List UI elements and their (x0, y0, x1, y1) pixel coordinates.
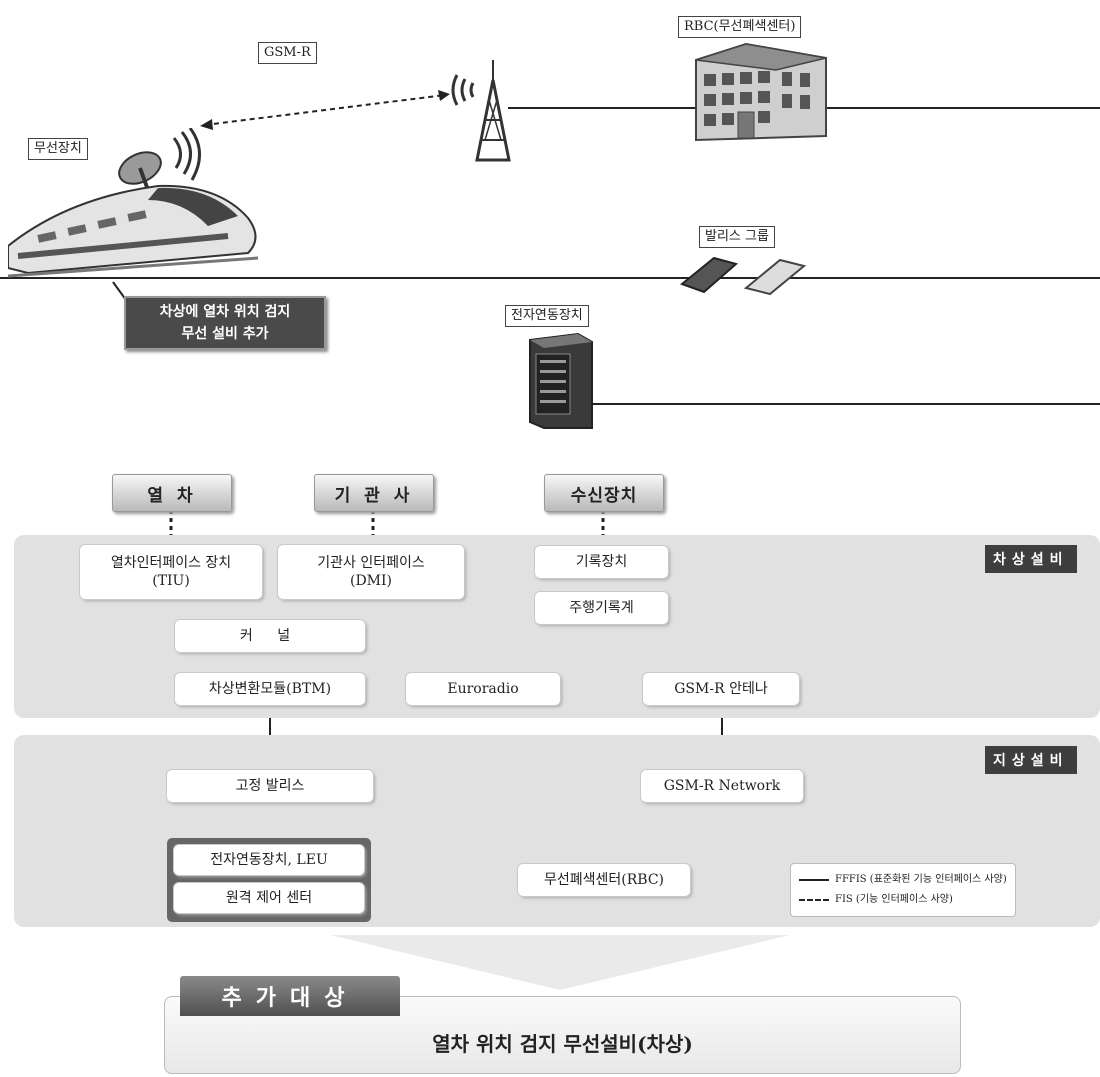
funnel-shape (330, 935, 790, 990)
tiu-line-2: (TIU) (152, 573, 190, 589)
gsmr-arrow-right (438, 90, 450, 101)
wayside-section-label: 지상설비 (985, 746, 1077, 774)
legend-solid-text: FFFIS (표준화된 기능 인터페이스 사양) (835, 874, 1007, 885)
leu-box: 전자연동장치, LEU (174, 845, 364, 875)
kernel-box: 커 널 (175, 620, 365, 652)
legend: FFFIS (표준화된 기능 인터페이스 사양) FIS (기능 인터페이스 사… (790, 863, 1016, 917)
remote-control-box: 원격 제어 센터 (174, 883, 364, 913)
dmi-box: 기관사 인터페이스 (DMI) (278, 545, 464, 599)
balise-group-label: 발리스 그룹 (699, 226, 775, 248)
legend-dashed-text: FIS (기능 인터페이스 사양) (835, 894, 953, 905)
btm-box: 차상변환모듈(BTM) (175, 673, 365, 705)
interlocking-cabinet-icon (529, 332, 593, 429)
add-target-tag: 추가대상 (180, 976, 400, 1016)
legend-dashed-swatch (799, 899, 829, 901)
callout-line-1: 차상에 열차 위치 검지 (159, 304, 291, 320)
onboard-section-label: 차상설비 (985, 545, 1077, 573)
gsmr-arrow-left (200, 119, 213, 130)
tiu-box: 열차인터페이스 장치 (TIU) (80, 545, 262, 599)
train-icon (8, 128, 259, 278)
fixed-balise-box: 고정 발리스 (167, 770, 373, 802)
rbc-box: 무선폐색센터(RBC) (518, 864, 690, 896)
radio-tower-icon (451, 60, 511, 162)
actor-receiver: 수신장치 (544, 474, 664, 512)
gsmr-link-line (204, 94, 446, 126)
legend-dashed-row: FIS (기능 인터페이스 사양) (799, 890, 1007, 910)
callout-pointer (112, 281, 127, 301)
radio-device-label: 무선장치 (28, 138, 88, 160)
legend-solid-row: FFFIS (표준화된 기능 인터페이스 사양) (799, 870, 1007, 890)
recorder-box: 기록장치 (535, 546, 668, 578)
gsmr-antenna-box: GSM-R 안테나 (643, 673, 799, 705)
balise-icon (679, 256, 807, 296)
actor-driver: 기 관 사 (314, 474, 434, 512)
rbc-building-icon (695, 42, 827, 142)
onboard-addition-callout: 차상에 열차 위치 검지 무선 설비 추가 (124, 296, 326, 350)
interlocking-label: 전자연동장치 (505, 305, 589, 327)
gsmr-label: GSM-R (258, 42, 317, 64)
rbc-label: RBC(무선폐색센터) (678, 16, 802, 38)
odometer-box: 주행기록계 (535, 592, 668, 624)
euroradio-box: Euroradio (406, 673, 560, 705)
tiu-line-1: 열차인터페이스 장치 (110, 555, 232, 571)
result-text: 열차 위치 검지 무선설비(차상) (432, 1031, 693, 1056)
gsmr-network-box: GSM-R Network (641, 770, 803, 802)
callout-line-2: 무선 설비 추가 (181, 326, 269, 342)
dmi-line-1: 기관사 인터페이스 (317, 555, 425, 571)
actor-train: 열 차 (112, 474, 232, 512)
dmi-line-2: (DMI) (349, 573, 392, 589)
legend-solid-swatch (799, 879, 829, 881)
